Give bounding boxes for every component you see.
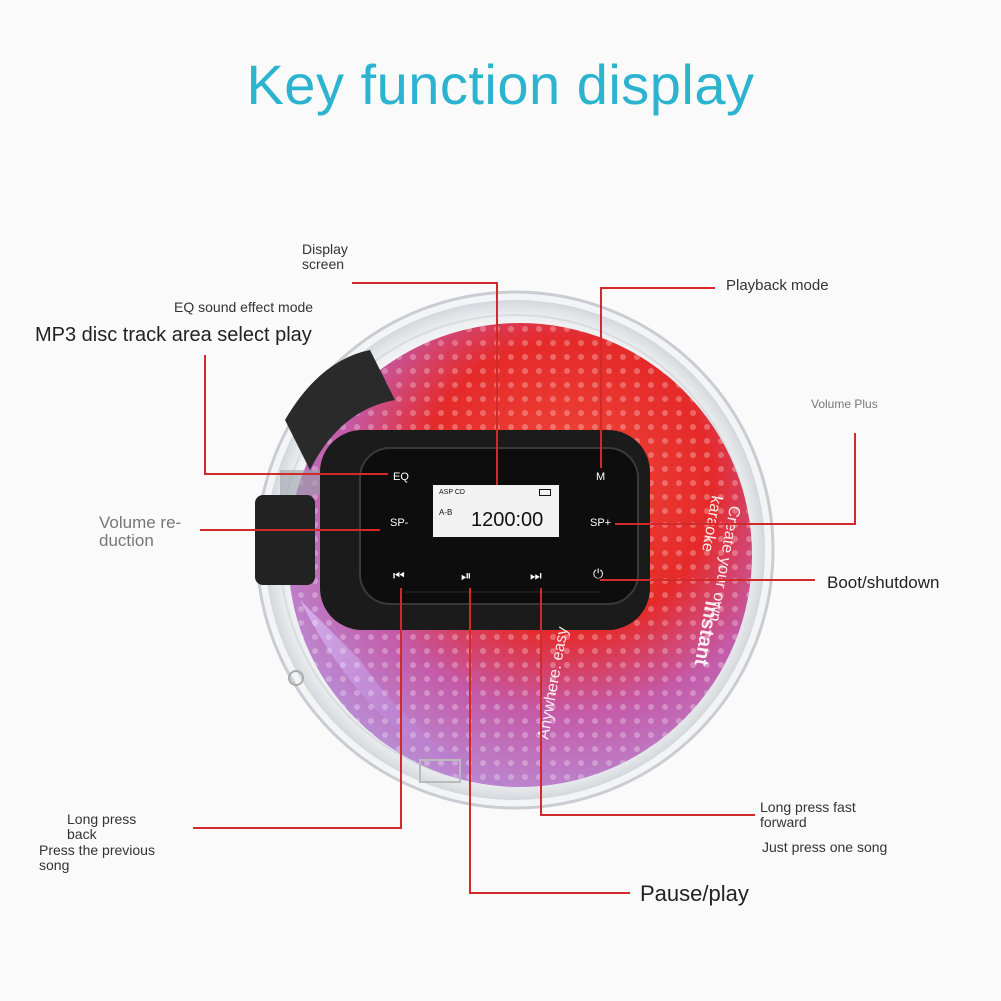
play-pause-icon[interactable]: ⏯ [461,568,472,583]
label-volume-plus: Volume Plus [811,397,878,411]
leader-volume-plus [615,433,856,525]
volume-minus-key[interactable]: SP- [390,517,409,529]
leader-eq [204,355,388,475]
leader-prev [193,588,402,829]
leader-next [540,588,755,816]
leader-playback [600,287,715,468]
hinge [285,350,395,470]
label-pause-play: Pause/play [640,881,749,906]
previous-icon[interactable]: ⏮ [393,568,405,583]
label-eq-mode: EQ sound effect mode [174,299,314,315]
volume-plus-key[interactable]: SP+ [590,517,612,529]
leader-play [469,588,630,894]
label-playback-mode: Playback mode [726,277,829,294]
eq-key[interactable]: EQ [393,471,409,483]
next-icon[interactable]: ⏭ [530,568,542,583]
leader-display [352,282,498,490]
lcd-display: ASP CD A-B 1200:00 [433,485,559,537]
label-mp3-area: MP3 disc track area select play [35,324,312,346]
power-icon[interactable]: ⏻ [593,566,604,581]
label-boot-shutdown: Boot/shutdown [827,573,940,592]
battery-icon [539,489,551,496]
label-volume-reduction: Volume re-duction [99,513,182,550]
lcd-ab-indicator: A-B [439,508,453,517]
lcd-mode-indicator: ASP CD [439,489,465,496]
playback-mode-key[interactable]: M [596,471,606,483]
lcd-time: 1200:00 [471,509,544,531]
page-title: Key function display [246,53,755,116]
label-just-press: Just press one song [762,839,888,855]
